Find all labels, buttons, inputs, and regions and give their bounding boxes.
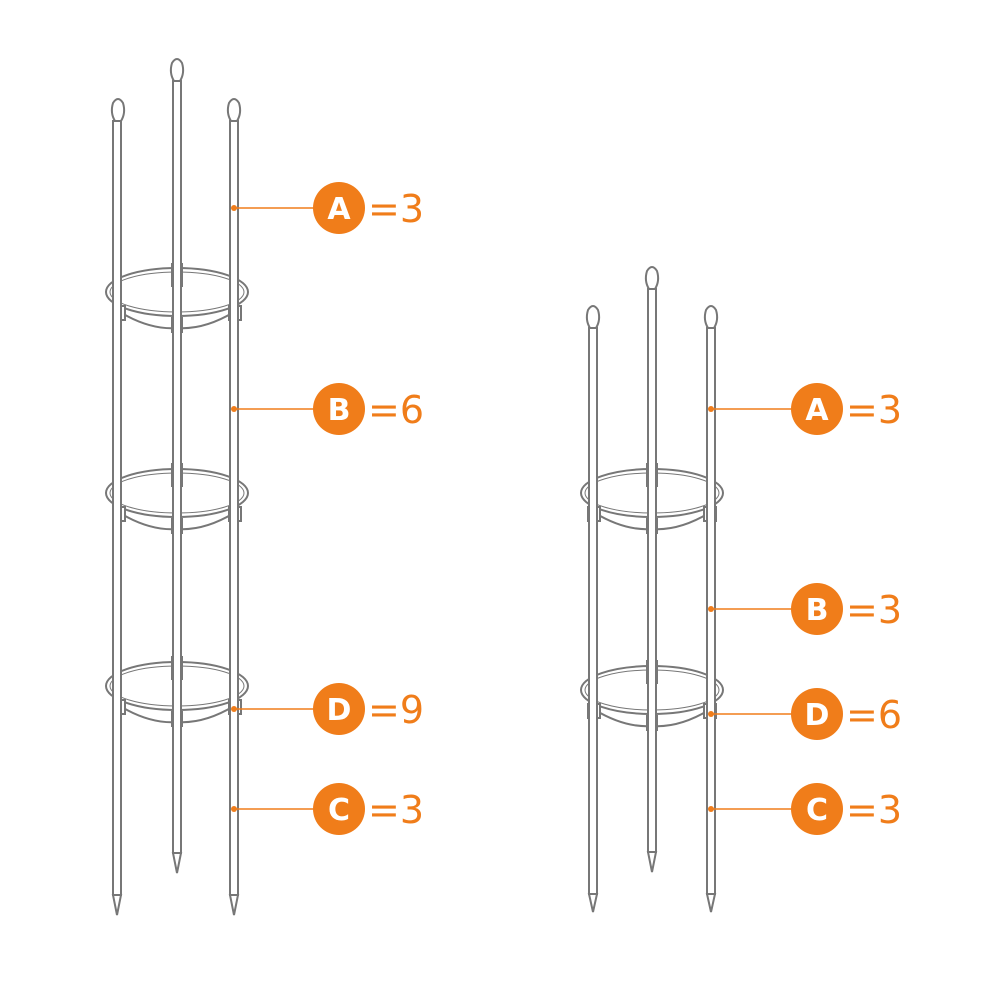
tall-label-c-value: =3 [368,788,424,832]
short-label-c-value: =3 [846,788,902,832]
tall-label-b: B =6 [231,383,424,435]
tall-label-a-value: =3 [368,187,424,231]
tall-label-d-letter: D [327,693,352,728]
tall-label-a-letter: A [327,192,351,227]
short-label-b-value: =3 [846,588,902,632]
short-pole-middle [644,266,660,873]
short-label-a-letter: A [805,393,829,428]
short-label-d: D =6 [708,688,902,740]
tall-label-d-value: =9 [368,688,424,732]
short-label-d-letter: D [805,698,830,733]
short-label-a-value: =3 [846,388,902,432]
tall-trellis [105,58,249,916]
short-label-b: B =3 [708,583,902,635]
tall-label-b-value: =6 [368,388,424,432]
short-trellis [580,266,724,913]
short-label-a: A =3 [708,383,902,435]
tall-pole-left [110,98,126,916]
short-label-b-letter: B [806,593,829,628]
tall-pole-right [226,98,242,916]
tall-label-d: D =9 [231,683,424,735]
tall-label-c-letter: C [328,793,350,828]
tall-label-b-letter: B [328,393,351,428]
tall-pole-middle [169,58,185,874]
short-label-c-letter: C [806,793,828,828]
short-pole-left [585,305,601,913]
short-label-d-value: =6 [846,693,902,737]
tall-label-a: A =3 [231,182,424,234]
short-label-c: C =3 [708,783,902,835]
tall-label-c: C =3 [231,783,424,835]
